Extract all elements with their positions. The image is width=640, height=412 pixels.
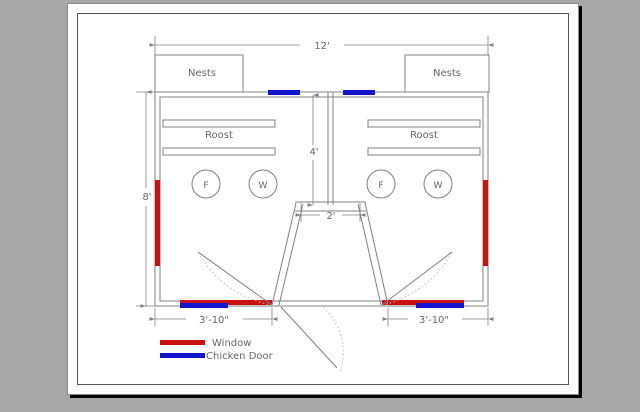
- dimension-partition-length-label: 4': [309, 147, 318, 158]
- bottom-right-chicken-door: [416, 303, 464, 308]
- dimension-bottom-right-segment-label: 3'-10": [419, 315, 449, 326]
- dimension-vestibule-width: 2': [295, 203, 366, 222]
- dimension-bottom-right-segment: 3'-10": [382, 308, 494, 326]
- waterer-right-label: W: [434, 181, 443, 191]
- legend: Window Chicken Door: [160, 338, 274, 362]
- drawing-sheet: [67, 3, 579, 395]
- top-right-chicken-door: [343, 90, 375, 95]
- exterior-entry-door-arc: [319, 304, 344, 373]
- top-left-chicken-door: [268, 90, 300, 95]
- feeder-left-label: F: [203, 181, 208, 191]
- roost-right-label: Roost: [410, 130, 438, 141]
- right-interior-door-arc: [381, 251, 453, 306]
- legend-item-chicken-door: Chicken Door: [160, 351, 274, 362]
- nests-left-label: Nests: [188, 68, 216, 79]
- exterior-entry-door-leaf: [280, 306, 338, 369]
- chicken-door-swatch: [160, 353, 205, 358]
- feeder-left: F: [191, 169, 221, 199]
- dimension-overall-height: 8': [136, 90, 158, 308]
- dimension-overall-width-label: 12': [314, 41, 329, 52]
- waterer-right: W: [423, 169, 453, 199]
- dimension-overall-width: 12': [149, 36, 494, 60]
- legend-item-chicken-door-label: Chicken Door: [206, 351, 274, 362]
- dimension-partition-length: 4': [307, 93, 319, 207]
- waterer-left: W: [248, 169, 278, 199]
- left-wall-window: [155, 180, 160, 266]
- feeder-right-label: F: [378, 181, 383, 191]
- legend-item-window-label: Window: [212, 338, 251, 349]
- legend-item-window: Window: [160, 338, 251, 349]
- nests-left: Nests: [154, 54, 244, 93]
- door-leaves: [197, 251, 453, 369]
- nests-right: Nests: [404, 54, 490, 93]
- bottom-left-chicken-door: [180, 303, 228, 308]
- waterer-left-label: W: [259, 181, 268, 191]
- bottom-right-window: [382, 300, 464, 305]
- roost-right: Roost: [367, 119, 481, 156]
- right-interior-door-leaf: [381, 251, 453, 306]
- feeder-right: F: [366, 169, 396, 199]
- drawing-sheet-inner-border: [77, 13, 569, 385]
- dimension-vestibule-width-label: 2': [326, 211, 335, 222]
- door-swing-arcs: [197, 251, 453, 373]
- roost-left-label: Roost: [205, 130, 233, 141]
- dimension-overall-height-label: 8': [142, 192, 151, 203]
- nests-right-label: Nests: [433, 68, 461, 79]
- dimension-bottom-left-segment-label: 3'-10": [199, 315, 229, 326]
- left-interior-door-leaf: [197, 251, 273, 306]
- vestibule: [271, 201, 389, 306]
- roost-left: Roost: [162, 119, 276, 156]
- dimension-bottom-left-segment: 3'-10": [149, 308, 278, 326]
- bottom-left-window: [180, 300, 272, 305]
- right-wall-window: [483, 180, 488, 266]
- window-swatch: [160, 340, 205, 345]
- center-partition: [327, 92, 334, 205]
